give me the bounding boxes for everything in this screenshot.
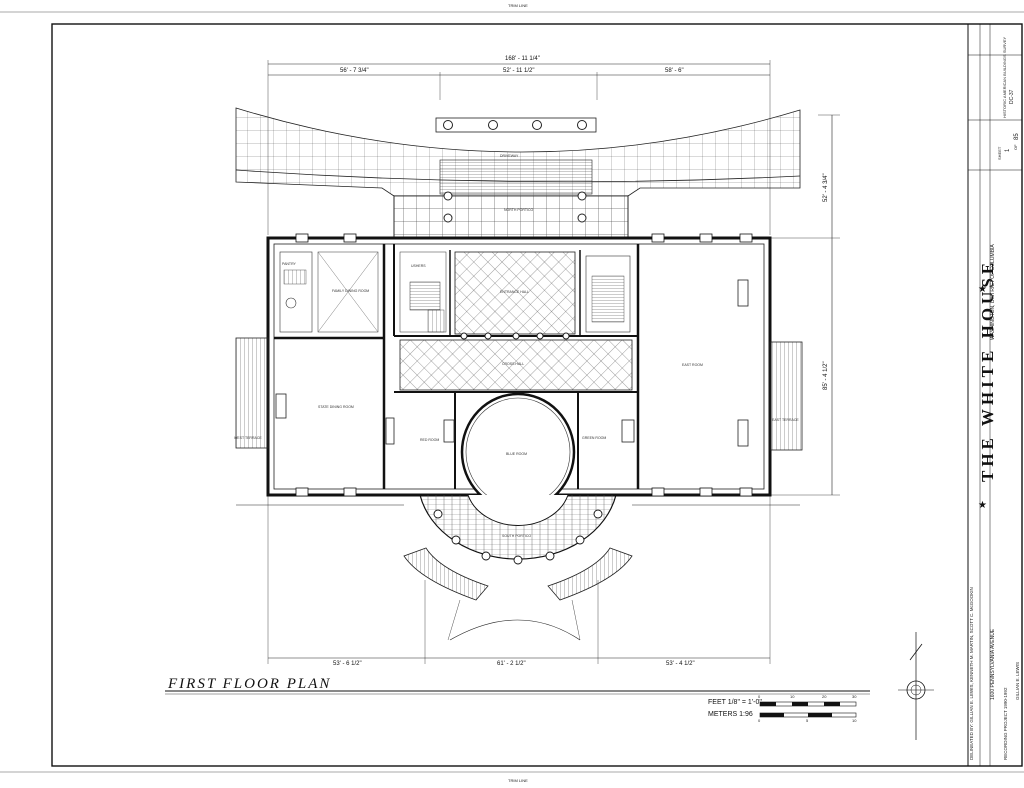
star-icon: ★ bbox=[978, 284, 987, 295]
location-text: WASHINGTON, DISTRICT OF COLUMBIA bbox=[990, 244, 996, 340]
scale-feet-tick-0: 0 bbox=[758, 694, 761, 699]
dim-right-mid: 85' - 4 1/2" bbox=[823, 361, 829, 390]
drawn-by: GILLIAN E. LEWIS bbox=[1015, 661, 1020, 700]
of-label: OF bbox=[1013, 144, 1018, 150]
scale-feet-label: FEET 1/8" = 1'-0" bbox=[708, 699, 762, 706]
label-usher: USHERS bbox=[411, 264, 426, 268]
sheet-number: 1 bbox=[1005, 148, 1011, 152]
sheet-label: SHEET bbox=[997, 146, 1002, 160]
scale-m-tick-0: 0 bbox=[758, 718, 761, 723]
label-pantry: PANTRY bbox=[282, 262, 296, 266]
dim-bottom-left: 53' - 6 1/2" bbox=[333, 661, 362, 667]
dim-top-mid: 52' - 11 1/2" bbox=[503, 68, 535, 74]
survey-name: HISTORIC AMERICAN BUILDINGS SURVEY bbox=[1002, 36, 1007, 118]
sheet-total: 85 bbox=[1014, 133, 1020, 140]
scale-feet-tick-10: 10 bbox=[790, 694, 795, 699]
drawing-title: FIRST FLOOR PLAN bbox=[168, 676, 332, 692]
top-trim-mark: TRIM LINE bbox=[508, 3, 528, 8]
star-icon-lower: ★ bbox=[978, 500, 987, 511]
label-east-terrace: EAST TERRACE bbox=[772, 418, 799, 422]
dim-top-left: 56' - 7 3/4" bbox=[340, 68, 369, 74]
label-west-terrace: WEST TERRACE bbox=[234, 436, 262, 440]
scale-feet-tick-30: 30 bbox=[852, 694, 857, 699]
label-north-portico: NORTH PORTICO bbox=[504, 208, 534, 212]
scale-feet-tick-20: 20 bbox=[822, 694, 827, 699]
scale-m-tick-5: 5 bbox=[806, 718, 809, 723]
label-red-room: RED ROOM bbox=[420, 438, 440, 442]
scale-m-tick-10: 10 bbox=[852, 718, 857, 723]
label-south-portico: SOUTH PORTICO bbox=[502, 534, 532, 538]
dim-overall-top: 168' - 11 1/4" bbox=[505, 56, 540, 62]
label-green-room: GREEN ROOM bbox=[582, 436, 607, 440]
label-state-dining: STATE DINING ROOM bbox=[318, 405, 354, 409]
label-blue-room: BLUE ROOM bbox=[506, 452, 528, 456]
address-text: 1600 PENNSYLVANIA AVENUE bbox=[990, 628, 996, 700]
scale-meters-label: METERS 1:96 bbox=[708, 711, 753, 718]
label-driveway: DRIVEWAY bbox=[500, 154, 519, 158]
dim-top-right: 58' - 6" bbox=[665, 68, 684, 74]
recording-project: RECORDING PROJECT 1990-1992 bbox=[1003, 687, 1008, 760]
label-family-dining: FAMILY DINING ROOM bbox=[332, 289, 370, 293]
bottom-trim-mark: TRIM LINE bbox=[508, 778, 528, 783]
delineator-credits: DELINEATED BY: GILLIAN E. LEWIS, KENNETH… bbox=[969, 587, 974, 760]
label-entrance-hall: ENTRANCE HALL bbox=[500, 290, 529, 294]
survey-number: DC-37 bbox=[1009, 89, 1015, 104]
dim-right-upper: 52' - 4 3/4" bbox=[823, 173, 829, 202]
label-east-room: EAST ROOM bbox=[682, 363, 703, 367]
dim-bottom-right: 53' - 4 1/2" bbox=[666, 661, 695, 667]
dim-bottom-mid: 61' - 2 1/2" bbox=[497, 661, 526, 667]
label-cross-hall: CROSS HALL bbox=[502, 362, 525, 366]
